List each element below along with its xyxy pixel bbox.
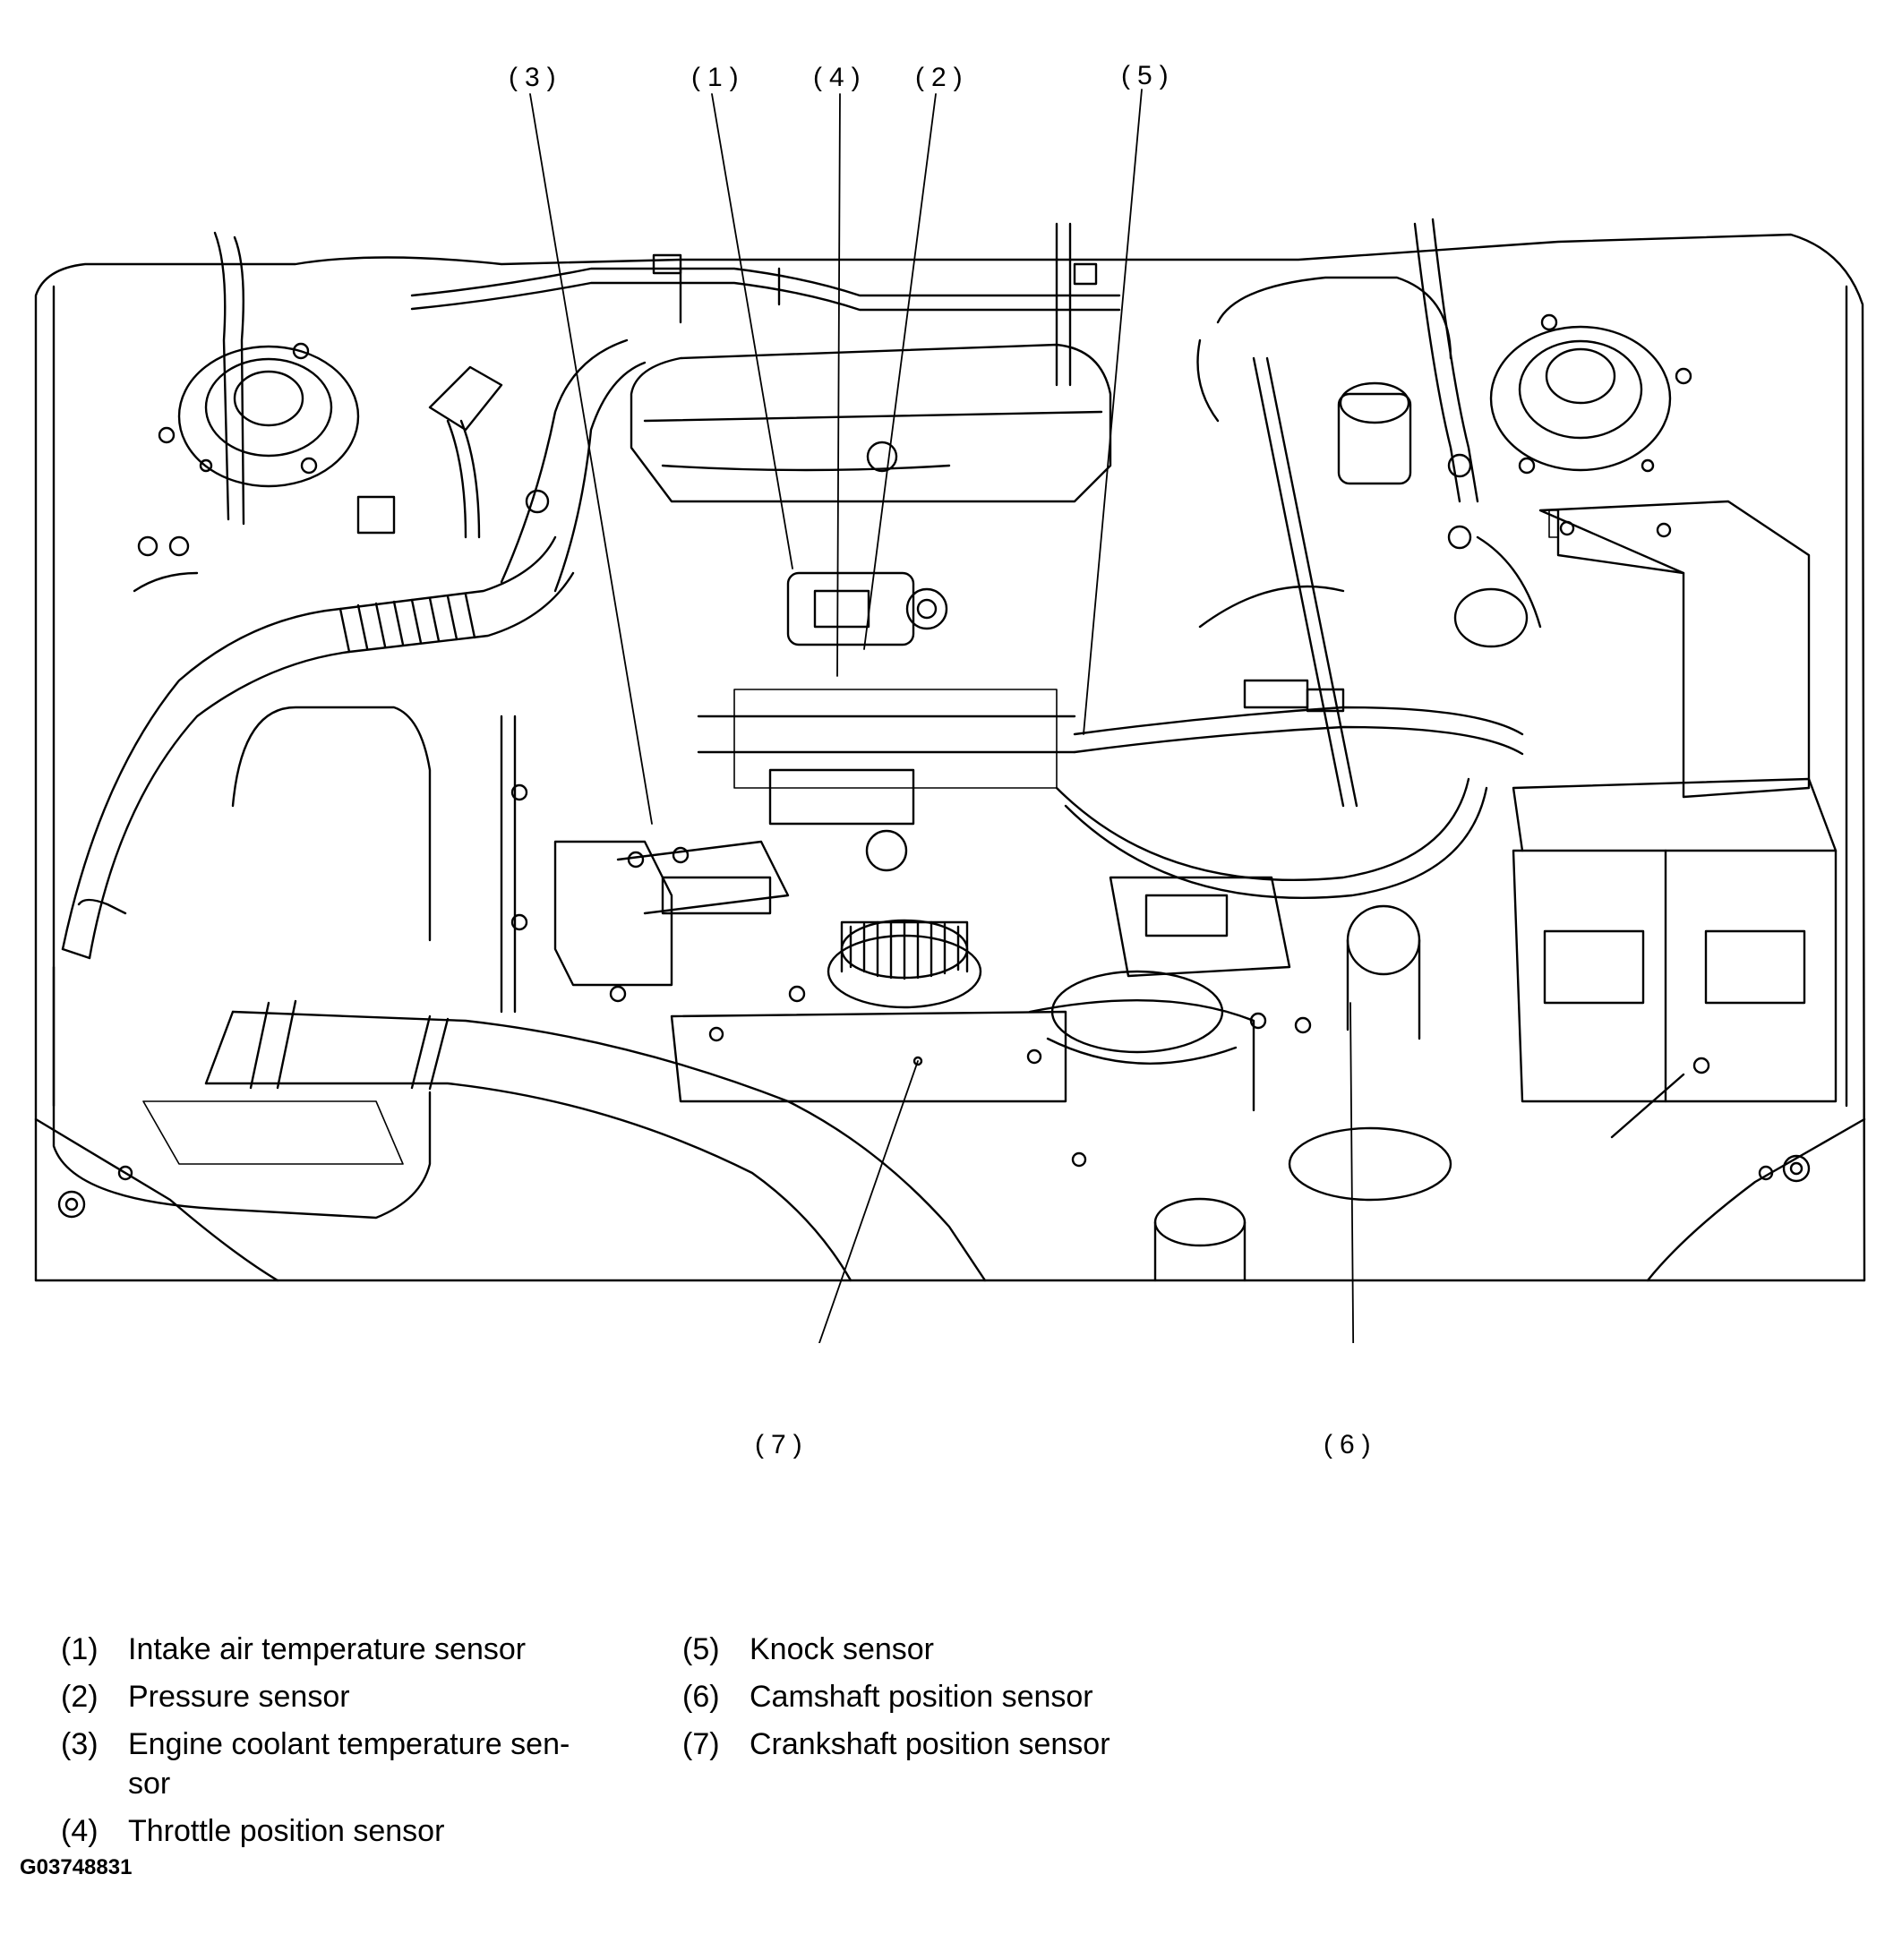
callout-5: (5) bbox=[1121, 61, 1176, 90]
legend-label: Intake air temperature sensor bbox=[128, 1632, 527, 1666]
timing-cover bbox=[670, 970, 1255, 1168]
engine-compartment-drawing bbox=[34, 89, 1866, 1343]
callout-7: (7) bbox=[755, 1430, 810, 1459]
leader-line-5 bbox=[1083, 89, 1143, 735]
intake-plenum bbox=[630, 343, 1112, 503]
leader-line-2 bbox=[863, 93, 937, 650]
alternator bbox=[827, 829, 982, 1009]
leader-line-1 bbox=[711, 93, 793, 569]
air-cleaner-box bbox=[52, 706, 432, 1220]
radiator-intake-tube bbox=[204, 999, 987, 1282]
legend-number: (5) bbox=[682, 1632, 720, 1666]
brake-booster bbox=[1196, 276, 1452, 485]
top-lines bbox=[410, 222, 1121, 387]
legend-number: (6) bbox=[682, 1680, 720, 1714]
left-cylinder-head bbox=[553, 840, 806, 1003]
callout-3: (3) bbox=[509, 63, 563, 92]
throttle-body bbox=[697, 571, 1076, 826]
legend-label: Camshaft position sensor bbox=[750, 1680, 1093, 1714]
radiator-cap bbox=[1153, 1126, 1452, 1282]
legend-label: Throttle position sensor bbox=[128, 1814, 445, 1848]
fuse-box bbox=[1476, 500, 1811, 799]
figure-id: G03748831 bbox=[20, 1855, 133, 1879]
legend-label: Crankshaft position sensor bbox=[750, 1727, 1110, 1761]
right-strut-tower bbox=[1489, 313, 1692, 475]
leader-lines bbox=[529, 89, 1355, 1343]
callout-1: (1) bbox=[691, 63, 746, 92]
right-cylinder-head bbox=[1109, 876, 1312, 1034]
left-strut-tower bbox=[158, 231, 360, 526]
callout-2: (2) bbox=[915, 63, 970, 92]
leader-line-4 bbox=[836, 93, 841, 677]
leader-line-6 bbox=[1349, 1002, 1355, 1343]
legend-number: (2) bbox=[61, 1680, 99, 1714]
callout-6: (6) bbox=[1324, 1430, 1378, 1459]
callout-4: (4) bbox=[813, 63, 868, 92]
legend-number: (1) bbox=[61, 1632, 99, 1666]
leader-line-3 bbox=[529, 93, 653, 825]
body-outline bbox=[34, 233, 1866, 1282]
washer-cap bbox=[1346, 587, 1529, 1040]
intake-duct bbox=[61, 338, 647, 960]
legend-number: (4) bbox=[61, 1814, 99, 1848]
legend-label: Pressure sensor bbox=[128, 1680, 350, 1714]
leader-line-7 bbox=[818, 1060, 919, 1343]
left-hoses bbox=[133, 365, 550, 1014]
legend-label: Knock sensor bbox=[750, 1632, 934, 1666]
battery bbox=[1512, 777, 1838, 1139]
wiring-harness bbox=[1055, 218, 1524, 900]
legend-label: Engine coolant temperature sen- sor bbox=[128, 1727, 570, 1801]
legend-number: (3) bbox=[61, 1727, 99, 1761]
legend-number: (7) bbox=[682, 1727, 720, 1761]
